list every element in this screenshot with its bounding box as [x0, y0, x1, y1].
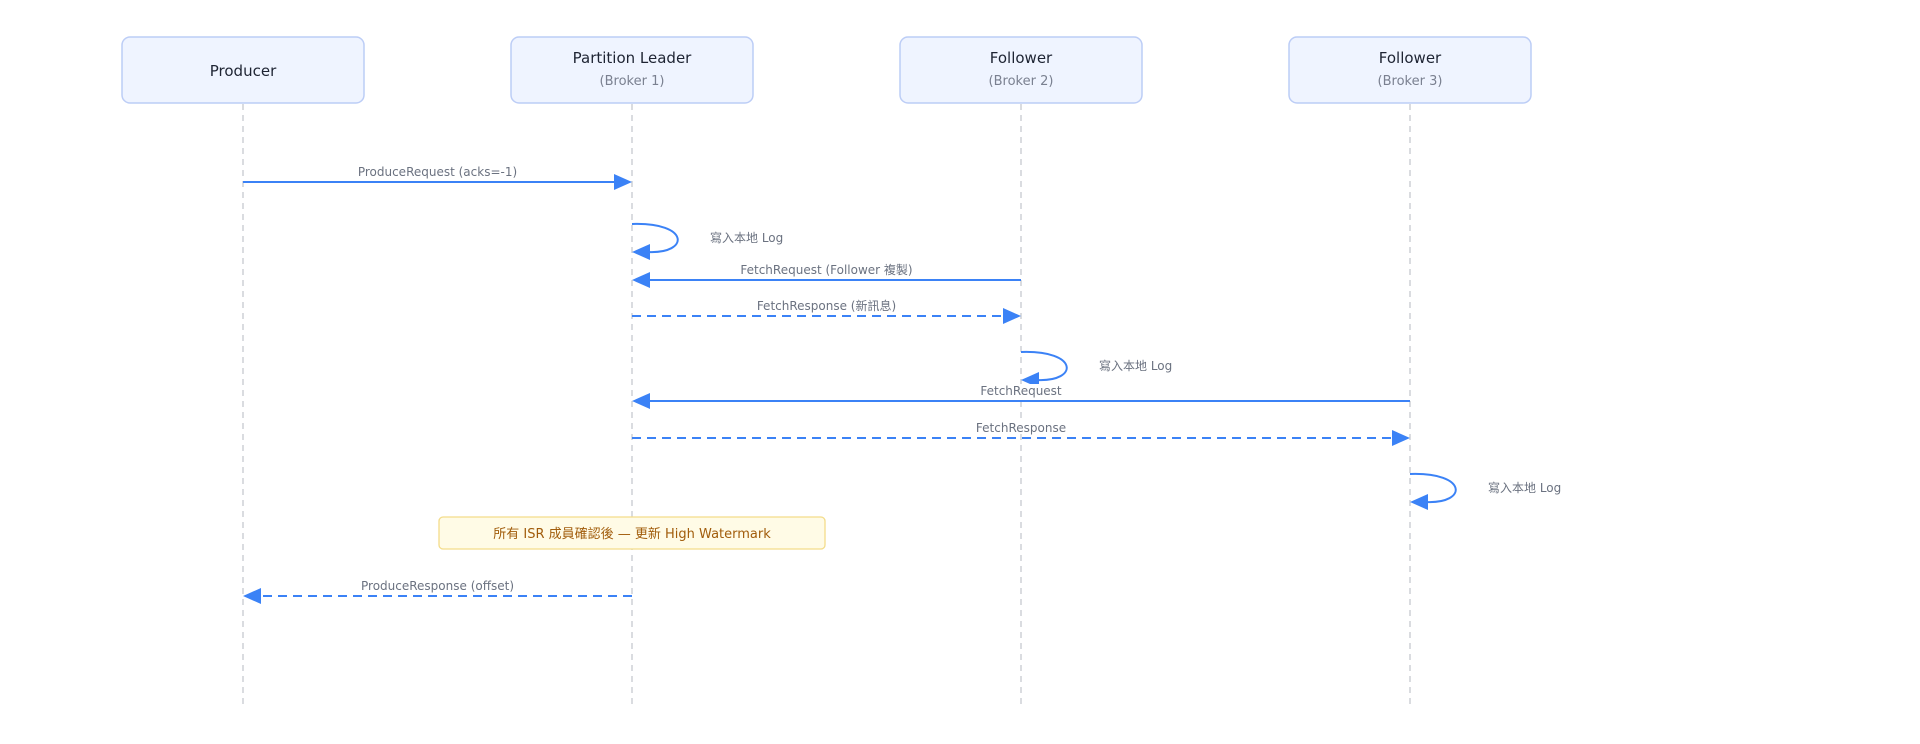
arrowhead: [632, 244, 650, 260]
actor-title: Follower: [1379, 49, 1442, 67]
message-label-bg: [971, 421, 1071, 434]
message-label-bg: [357, 579, 518, 592]
arrowhead: [243, 588, 261, 604]
self-message-label: 寫入本地 Log: [710, 230, 783, 245]
message-label-bg: [736, 263, 917, 276]
message-label-bg: [976, 384, 1066, 397]
actor-subtitle: (Broker 3): [1378, 74, 1443, 89]
arrowhead: [632, 393, 650, 409]
message-arrow: FetchResponse: [632, 421, 1410, 446]
actor-box: [899, 36, 1143, 104]
actor-subtitle: (Broker 2): [989, 74, 1054, 89]
actor-box: [1288, 36, 1532, 104]
arrowhead: [1003, 308, 1021, 324]
message-arrow: FetchResponse (新訊息): [632, 298, 1021, 324]
actor-leader: Partition Leader (Broker 1): [510, 36, 754, 104]
arrowhead: [1392, 430, 1410, 446]
actor-subtitle: (Broker 1): [600, 74, 665, 89]
self-message-label: 寫入本地 Log: [1099, 358, 1172, 373]
message-arrow: ProduceResponse (offset): [243, 579, 632, 604]
message-label-bg: [353, 165, 522, 178]
self-message-label: 寫入本地 Log: [1488, 480, 1561, 495]
actor-title: Producer: [210, 62, 277, 80]
actor-box: [510, 36, 754, 104]
message-label: ProduceResponse (offset): [361, 579, 514, 593]
message-label: ProduceRequest (acks=-1): [358, 165, 517, 179]
actor-follower3: Follower (Broker 3): [1288, 36, 1532, 104]
message-label: FetchRequest: [980, 384, 1062, 398]
actor-title: Partition Leader: [573, 49, 693, 67]
self-loop-line: [1409, 472, 1457, 504]
message-arrow: FetchRequest (Follower 複製): [632, 262, 1021, 288]
self-loop-line: [1020, 350, 1068, 382]
message-label: FetchResponse (新訊息): [757, 298, 896, 313]
self-message: 寫入本地 Log: [631, 222, 783, 260]
message-label: FetchRequest (Follower 複製): [740, 262, 912, 277]
arrowhead: [614, 174, 632, 190]
message-label-bg: [752, 299, 901, 312]
self-loop-line: [631, 222, 679, 254]
message-arrow: ProduceRequest (acks=-1): [243, 165, 632, 190]
arrowhead: [632, 272, 650, 288]
actor-producer: Producer: [121, 36, 365, 104]
actor-box: [121, 36, 365, 104]
actor-follower2: Follower (Broker 2): [899, 36, 1143, 104]
self-message: 寫入本地 Log: [1409, 472, 1561, 510]
arrowhead: [1410, 494, 1428, 510]
note-text: 所有 ISR 成員確認後 — 更新 High Watermark: [493, 526, 771, 542]
actor-title: Follower: [990, 49, 1053, 67]
message-label: FetchResponse: [976, 421, 1066, 435]
self-message: 寫入本地 Log: [1020, 350, 1172, 388]
note: 所有 ISR 成員確認後 — 更新 High Watermark: [438, 516, 826, 550]
message-arrow: FetchRequest: [632, 384, 1410, 409]
note-box: [438, 516, 826, 550]
